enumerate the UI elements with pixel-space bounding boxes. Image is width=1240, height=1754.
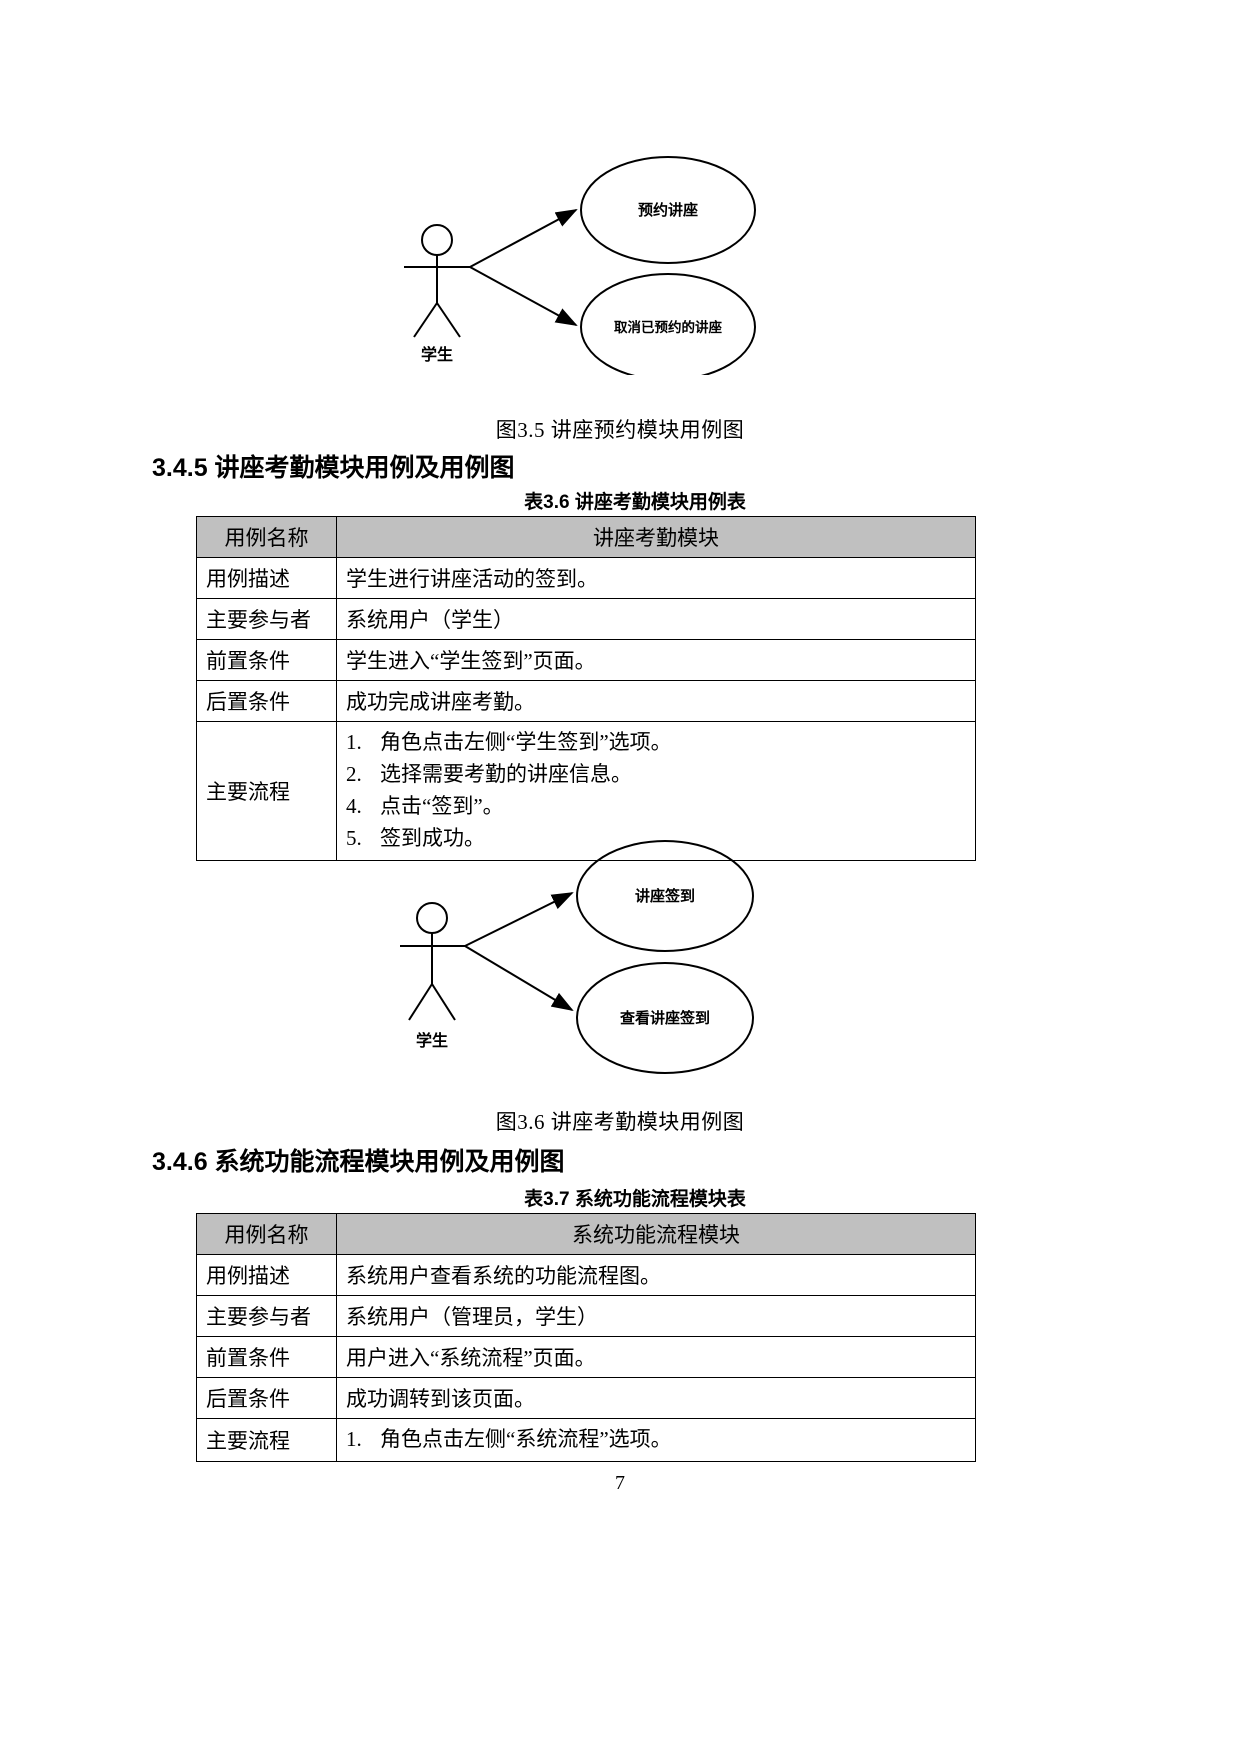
row-label: 主要流程 <box>196 721 337 861</box>
row-label: 用例描述 <box>196 557 337 599</box>
use-case-table-3-7: 用例名称 系统功能流程模块 用例描述 系统用户查看系统的功能流程图。 主要参与者… <box>196 1213 976 1462</box>
table-row: 前置条件 用户进入“系统流程”页面。 <box>196 1336 976 1378</box>
main-flow-cell: 1. 角色点击左侧“系统流程”选项。 <box>336 1418 976 1462</box>
use-case-diagram-3-5: 学生 预约讲座 取消已预约的讲座 <box>380 145 800 375</box>
row-value: 系统用户查看系统的功能流程图。 <box>336 1254 976 1296</box>
table-row: 用例名称 系统功能流程模块 <box>196 1213 976 1255</box>
row-value: 成功调转到该页面。 <box>336 1377 976 1419</box>
page-number: 7 <box>615 1472 625 1494</box>
row-label: 后置条件 <box>196 680 337 722</box>
main-flow-list: 1. 角色点击左侧“系统流程”选项。 <box>346 1424 966 1456</box>
table-header-value: 讲座考勤模块 <box>336 516 976 558</box>
main-flow-list: 1. 角色点击左侧“学生签到”选项。 2. 选择需要考勤的讲座信息。 4. 点击“签到… <box>346 727 966 855</box>
association-line-2-3-5 <box>469 266 578 326</box>
use-case-label-2-3-6: 查看讲座签到 <box>620 1009 710 1027</box>
section-heading-3-4-5: 3.4.5 讲座考勤模块用例及用例图 <box>152 454 515 482</box>
row-value: 用户进入“系统流程”页面。 <box>336 1336 976 1378</box>
association-line-1-3-6 <box>464 892 574 947</box>
table-row: 主要参与者 系统用户（管理员，学生） <box>196 1295 976 1337</box>
use-case-ellipse-2-3-6: 查看讲座签到 <box>576 962 754 1074</box>
use-case-table-3-6: 用例名称 讲座考勤模块 用例描述 学生进行讲座活动的签到。 主要参与者 系统用户… <box>196 516 976 861</box>
list-item-text: 角色点击左侧“系统流程”选项。 <box>380 1427 672 1451</box>
table-row: 主要流程 1. 角色点击左侧“学生签到”选项。 2. 选择需要考勤的讲座信息。 4.… <box>196 721 976 861</box>
actor-label-3-5: 学生 <box>421 345 453 364</box>
row-label: 主要参与者 <box>196 598 337 640</box>
row-value: 成功完成讲座考勤。 <box>336 680 976 722</box>
row-value: 系统用户（学生） <box>336 598 976 640</box>
list-item-number: 1. <box>346 1427 362 1451</box>
table-header-label: 用例名称 <box>196 1213 337 1255</box>
list-item: 4. 点击“签到”。 <box>346 791 966 823</box>
table-row: 用例描述 学生进行讲座活动的签到。 <box>196 557 976 599</box>
row-label: 后置条件 <box>196 1377 337 1419</box>
main-flow-cell: 1. 角色点击左侧“学生签到”选项。 2. 选择需要考勤的讲座信息。 4. 点击“签到… <box>336 721 976 861</box>
use-case-diagram-3-5-canvas: 学生 预约讲座 取消已预约的讲座 <box>404 156 756 375</box>
row-value: 学生进行讲座活动的签到。 <box>336 557 976 599</box>
list-item: 1. 角色点击左侧“学生签到”选项。 <box>346 727 966 759</box>
use-case-label-2-3-5: 取消已预约的讲座 <box>614 319 722 335</box>
list-item-number: 2. <box>346 761 362 786</box>
list-item: 1. 角色点击左侧“系统流程”选项。 <box>346 1424 966 1456</box>
use-case-diagram-3-6: 学生 讲座签到 查看讲座签到 <box>380 838 800 1083</box>
figure-caption-3-5: 图3.5 讲座预约模块用例图 <box>495 418 745 442</box>
use-case-ellipse-1-3-6: 讲座签到 <box>576 840 754 952</box>
figure-caption-3-6: 图3.6 讲座考勤模块用例图 <box>495 1110 745 1134</box>
table-caption-3-7: 表3.7 系统功能流程模块表 <box>0 1184 1240 1211</box>
table-row: 后置条件 成功完成讲座考勤。 <box>196 680 976 722</box>
table-header-label: 用例名称 <box>196 516 337 558</box>
table-header-value: 系统功能流程模块 <box>336 1213 976 1255</box>
actor-student-3-6 <box>400 902 465 1021</box>
table-row: 用例描述 系统用户查看系统的功能流程图。 <box>196 1254 976 1296</box>
list-item-text: 点击“签到”。 <box>380 793 504 818</box>
table-row: 主要流程 1. 角色点击左侧“系统流程”选项。 <box>196 1418 976 1462</box>
row-label: 主要流程 <box>196 1418 337 1462</box>
use-case-diagram-3-6-canvas: 学生 讲座签到 查看讲座签到 <box>400 840 754 1074</box>
actor-label-3-6: 学生 <box>416 1031 448 1050</box>
table-caption-3-6: 表3.6 讲座考勤模块用例表 <box>0 487 1240 514</box>
use-case-ellipse-2-3-5: 取消已预约的讲座 <box>580 273 756 375</box>
row-value: 系统用户（管理员，学生） <box>336 1295 976 1337</box>
list-item-number: 5. <box>346 825 362 850</box>
row-label: 主要参与者 <box>196 1295 337 1337</box>
list-item-number: 4. <box>346 793 362 818</box>
row-label: 前置条件 <box>196 1336 337 1378</box>
table-caption-3-6-text: 表3.6 讲座考勤模块用例表 <box>524 492 746 513</box>
use-case-ellipse-1-3-5: 预约讲座 <box>580 156 756 264</box>
association-line-1-3-5 <box>469 209 578 268</box>
table-row: 主要参与者 系统用户（学生） <box>196 598 976 640</box>
row-label: 用例描述 <box>196 1254 337 1296</box>
list-item-text: 角色点击左侧“学生签到”选项。 <box>380 730 672 754</box>
list-item: 2. 选择需要考勤的讲座信息。 <box>346 759 966 791</box>
table-row: 用例名称 讲座考勤模块 <box>196 516 976 558</box>
table-caption-3-7-text: 表3.7 系统功能流程模块表 <box>524 1189 746 1210</box>
section-heading-3-4-6: 3.4.6 系统功能流程模块用例及用例图 <box>152 1148 565 1176</box>
use-case-label-1-3-5: 预约讲座 <box>638 201 698 219</box>
list-item-number: 1. <box>346 730 362 754</box>
actor-student-3-5 <box>404 224 470 338</box>
list-item-text: 签到成功。 <box>380 825 485 850</box>
list-item-text: 选择需要考勤的讲座信息。 <box>380 761 632 786</box>
row-value: 学生进入“学生签到”页面。 <box>336 639 976 681</box>
association-line-2-3-6 <box>464 945 574 1012</box>
list-item: 5. 签到成功。 <box>346 823 966 855</box>
table-row: 后置条件 成功调转到该页面。 <box>196 1377 976 1419</box>
row-label: 前置条件 <box>196 639 337 681</box>
table-row: 前置条件 学生进入“学生签到”页面。 <box>196 639 976 681</box>
use-case-label-1-3-6: 讲座签到 <box>635 887 695 905</box>
